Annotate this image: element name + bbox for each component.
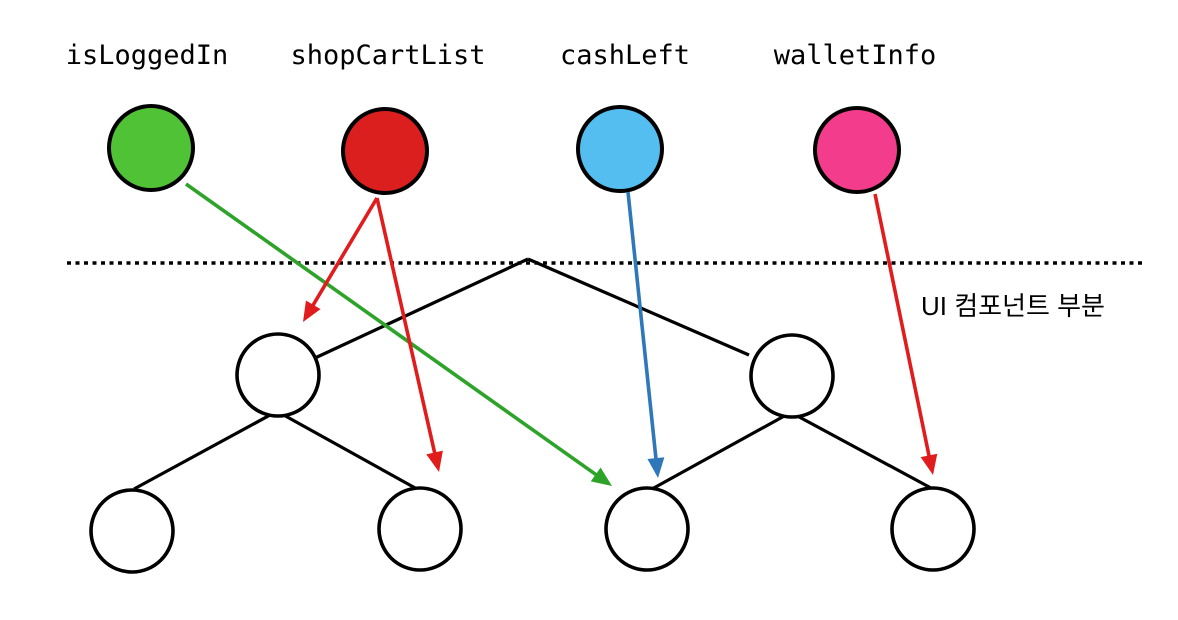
ui-leaf-3-circle (604, 486, 690, 572)
state-label-cashleft: cashLeft (559, 40, 691, 71)
ui-node-right-circle (749, 333, 835, 419)
arrow-shopCartList-to-node-left-shaft (309, 197, 379, 311)
arrow-isLoggedIn-to-leaf-3-shaft (184, 182, 601, 479)
state-label-walletinfo: walletInfo (773, 40, 937, 71)
ui-node-left-circle (235, 332, 321, 418)
ui-component-section-caption: UI 컴포넌트 부분 (921, 291, 1105, 321)
arrow-isLoggedIn-to-leaf-3-head (590, 467, 612, 486)
arrow-walletInfo-to-leaf-4-head (920, 453, 938, 475)
state-circle-cashleft (576, 105, 664, 193)
tree-edge-6 (776, 403, 932, 490)
state-label-isloggedin: isLoggedIn (65, 40, 229, 71)
tree-edge-1 (314, 257, 529, 360)
state-label-shopcartlist: shopCartList (290, 40, 486, 71)
arrow-shopCartList-to-node-left-head (303, 300, 321, 322)
tree-edge-3 (133, 400, 295, 491)
tree-edge-4 (261, 401, 418, 491)
state-circle-shopcartlist (341, 107, 429, 195)
ui-leaf-1-circle (89, 488, 175, 574)
arrow-shopCartList-to-leaf-2-head (426, 450, 443, 472)
arrow-cashLeft-to-leaf-3-head (647, 457, 665, 478)
ui-leaf-4-circle (890, 486, 976, 572)
state-circle-walletinfo (813, 106, 901, 194)
state-circle-isloggedin (107, 104, 195, 192)
arrow-walletInfo-to-leaf-4-shaft (873, 193, 932, 461)
ui-leaf-2-circle (377, 486, 463, 572)
tree-edge-5 (651, 402, 807, 491)
arrow-cashLeft-to-leaf-3-shaft (626, 191, 659, 464)
arrow-shopCartList-to-leaf-2-shaft (375, 197, 438, 458)
